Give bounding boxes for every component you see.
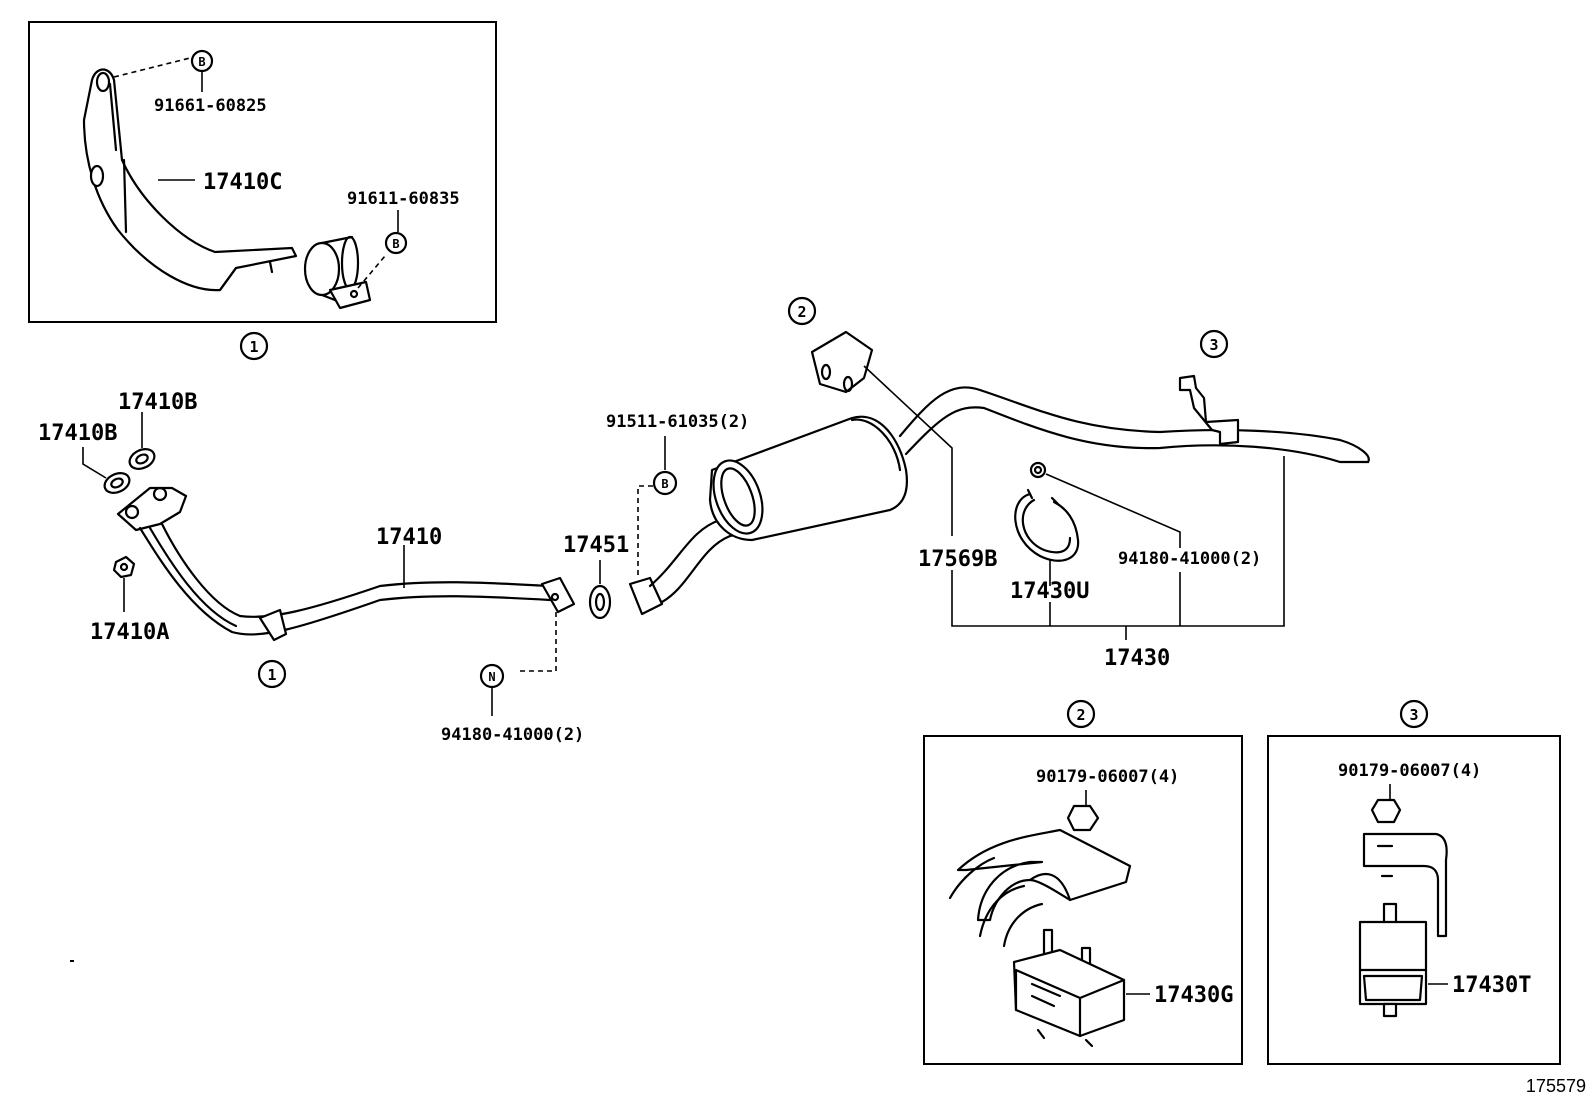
callout-1-box: 1 xyxy=(239,331,269,361)
callout-1-pipe: 1 xyxy=(257,659,287,689)
label-17410b-left[interactable]: 17410B xyxy=(38,421,117,446)
gasket-17410b-left[interactable] xyxy=(101,469,132,496)
label-90179-06007-b[interactable]: 90179-06007(4) xyxy=(1338,761,1481,781)
svg-text:2: 2 xyxy=(1076,706,1085,724)
label-17430[interactable]: 17430 xyxy=(1104,646,1170,671)
label-17430u[interactable]: 17430U xyxy=(1010,579,1089,604)
label-94180-41000-right[interactable]: 94180-41000(2) xyxy=(1118,549,1261,569)
illustration-number: 175579 xyxy=(1526,1076,1586,1096)
front-exhaust-pipe-17410[interactable] xyxy=(116,486,576,642)
label-17430g[interactable]: 17430G xyxy=(1154,983,1233,1008)
callout-3-box: 3 xyxy=(1399,699,1429,729)
svg-text:1: 1 xyxy=(267,666,276,684)
callout-3-main: 3 xyxy=(1199,329,1229,359)
label-17569b[interactable]: 17569B xyxy=(918,547,997,572)
label-17410c[interactable]: 17410C xyxy=(203,170,282,195)
svg-text:1: 1 xyxy=(249,338,258,356)
label-17451[interactable]: 17451 xyxy=(563,533,629,558)
bolt-callout-b3: B xyxy=(652,470,678,496)
bracket-17410c[interactable] xyxy=(82,68,298,292)
detail-box-1 xyxy=(28,21,497,323)
muffler-tailpipe-17430[interactable] xyxy=(628,386,1370,616)
exhaust-clamp[interactable] xyxy=(303,235,372,310)
label-17430t[interactable]: 17430T xyxy=(1452,973,1531,998)
label-94180-41000-bottom[interactable]: 94180-41000(2) xyxy=(441,725,584,745)
detail-box-2 xyxy=(923,735,1243,1065)
callout-2-box: 2 xyxy=(1066,699,1096,729)
svg-text:3: 3 xyxy=(1409,706,1418,724)
tailpipe-bracket[interactable] xyxy=(1178,374,1240,446)
mount-17430g-assembly[interactable] xyxy=(948,804,1132,1048)
svg-text:3: 3 xyxy=(1209,336,1218,354)
label-17410a[interactable]: 17410A xyxy=(90,620,169,645)
gasket-17451[interactable] xyxy=(588,584,612,620)
label-17410[interactable]: 17410 xyxy=(376,525,442,550)
svg-text:2: 2 xyxy=(797,303,806,321)
label-91611-60835[interactable]: 91611-60835 xyxy=(347,189,460,209)
nut-callout-n: N xyxy=(479,663,505,689)
svg-text:B: B xyxy=(392,237,399,251)
detail-box-3 xyxy=(1267,735,1561,1065)
bolt-callout-b2: B xyxy=(384,231,408,255)
label-91661-60825[interactable]: 91661-60825 xyxy=(154,96,267,116)
nut-94180-right[interactable] xyxy=(1029,461,1047,479)
label-90179-06007-a[interactable]: 90179-06007(4) xyxy=(1036,767,1179,787)
bolt-callout-b1: B xyxy=(190,49,214,73)
svg-text:N: N xyxy=(488,670,495,684)
label-17410b-top[interactable]: 17410B xyxy=(118,390,197,415)
scan-speck xyxy=(70,960,74,962)
nut-17410a[interactable] xyxy=(112,555,136,579)
svg-text:B: B xyxy=(661,477,668,491)
label-91511-61035[interactable]: 91511-61035(2) xyxy=(606,412,749,432)
clamp-17430u[interactable] xyxy=(1014,488,1080,562)
callout-2-main: 2 xyxy=(787,296,817,326)
svg-text:B: B xyxy=(198,55,205,69)
mount-17430t-assembly[interactable] xyxy=(1358,798,1448,1018)
gasket-17410b-right[interactable] xyxy=(126,445,157,472)
hanger-17569b[interactable] xyxy=(810,330,874,394)
